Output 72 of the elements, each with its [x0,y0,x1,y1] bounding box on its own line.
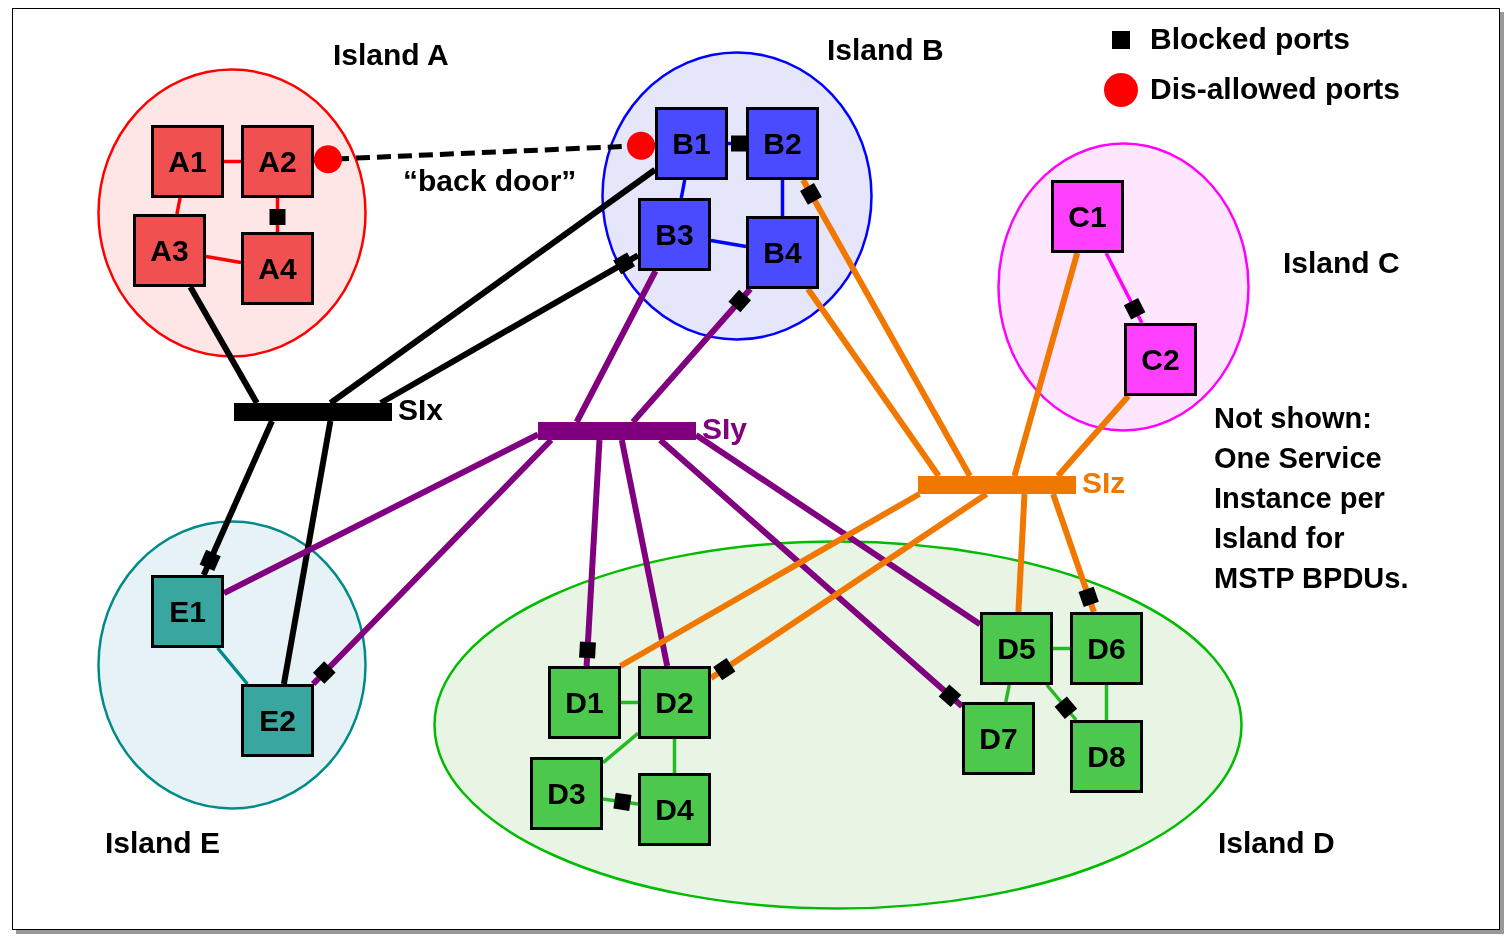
link-line [679,179,687,199]
link-line [710,238,747,249]
link-line [1055,394,1131,478]
link-line [187,285,260,405]
link-line [579,439,603,667]
switch-box: A1 [151,125,224,198]
switch-box: D5 [980,612,1053,685]
link-line [618,439,671,667]
edge-label: “back door” [403,163,577,198]
switch-box: C1 [1051,180,1124,253]
link-line [694,432,982,627]
island-label: Island E [105,826,221,860]
link-line [658,437,964,709]
link-line [1104,252,1146,324]
switch-box: B2 [746,107,819,180]
link-line [574,269,659,424]
link-line [280,420,334,685]
link-line [601,731,640,765]
note-text: Not shown: One Service Instance per Island for MSTP BPDUs. [1214,401,1410,596]
link-line [602,792,639,811]
link-line [800,178,973,478]
switch-box: E1 [151,575,224,648]
switch-box: A4 [241,232,314,305]
dashed-link [313,131,656,174]
switch-box: B4 [746,216,819,289]
switch-box: D6 [1070,612,1143,685]
switch-box: A3 [133,214,206,287]
switch-box: C2 [1124,323,1197,396]
switch-box: D2 [638,666,711,739]
switch-box: B3 [638,198,711,271]
link-line [205,254,242,265]
link-line [805,287,942,478]
switch-box: D1 [548,666,621,739]
link-line [1015,493,1028,613]
link-line [780,180,785,216]
link-line [672,739,677,773]
link-line [175,197,182,215]
link-line [310,437,554,687]
link-line [621,700,638,705]
link-line [709,491,989,681]
link-line [199,419,275,577]
switch-box: D7 [962,702,1035,775]
link-line [1045,683,1078,722]
switch-box: D8 [1070,720,1143,793]
link-line [328,167,657,406]
legend-text: Dis-allowed ports [1150,72,1401,106]
link-line [269,198,286,232]
link-line [618,491,921,669]
link-line [1104,685,1109,720]
island-label: Island C [1283,246,1400,280]
link-line [728,135,747,152]
link-line [216,646,249,686]
island-label: Island D [1218,826,1335,860]
link-line [1004,684,1011,703]
link-line [1011,252,1081,477]
switch-box: A2 [241,125,314,198]
bridge-label: SIz [1082,466,1126,500]
island-label: Island B [827,33,944,67]
switch-box: D3 [530,757,603,830]
link-line [1053,646,1070,651]
island-label: Island A [333,38,449,72]
legend-text: Blocked ports [1150,22,1351,56]
bridge-label: SIy [702,412,748,446]
bridge-label: SIx [398,393,444,427]
switch-box: E2 [241,684,314,757]
link-line [222,431,540,596]
link-line [379,252,640,406]
switch-box: D4 [638,773,711,846]
link-line [1050,493,1099,613]
link-line [630,287,753,424]
link-line [224,159,241,164]
switch-box: B1 [655,107,728,180]
